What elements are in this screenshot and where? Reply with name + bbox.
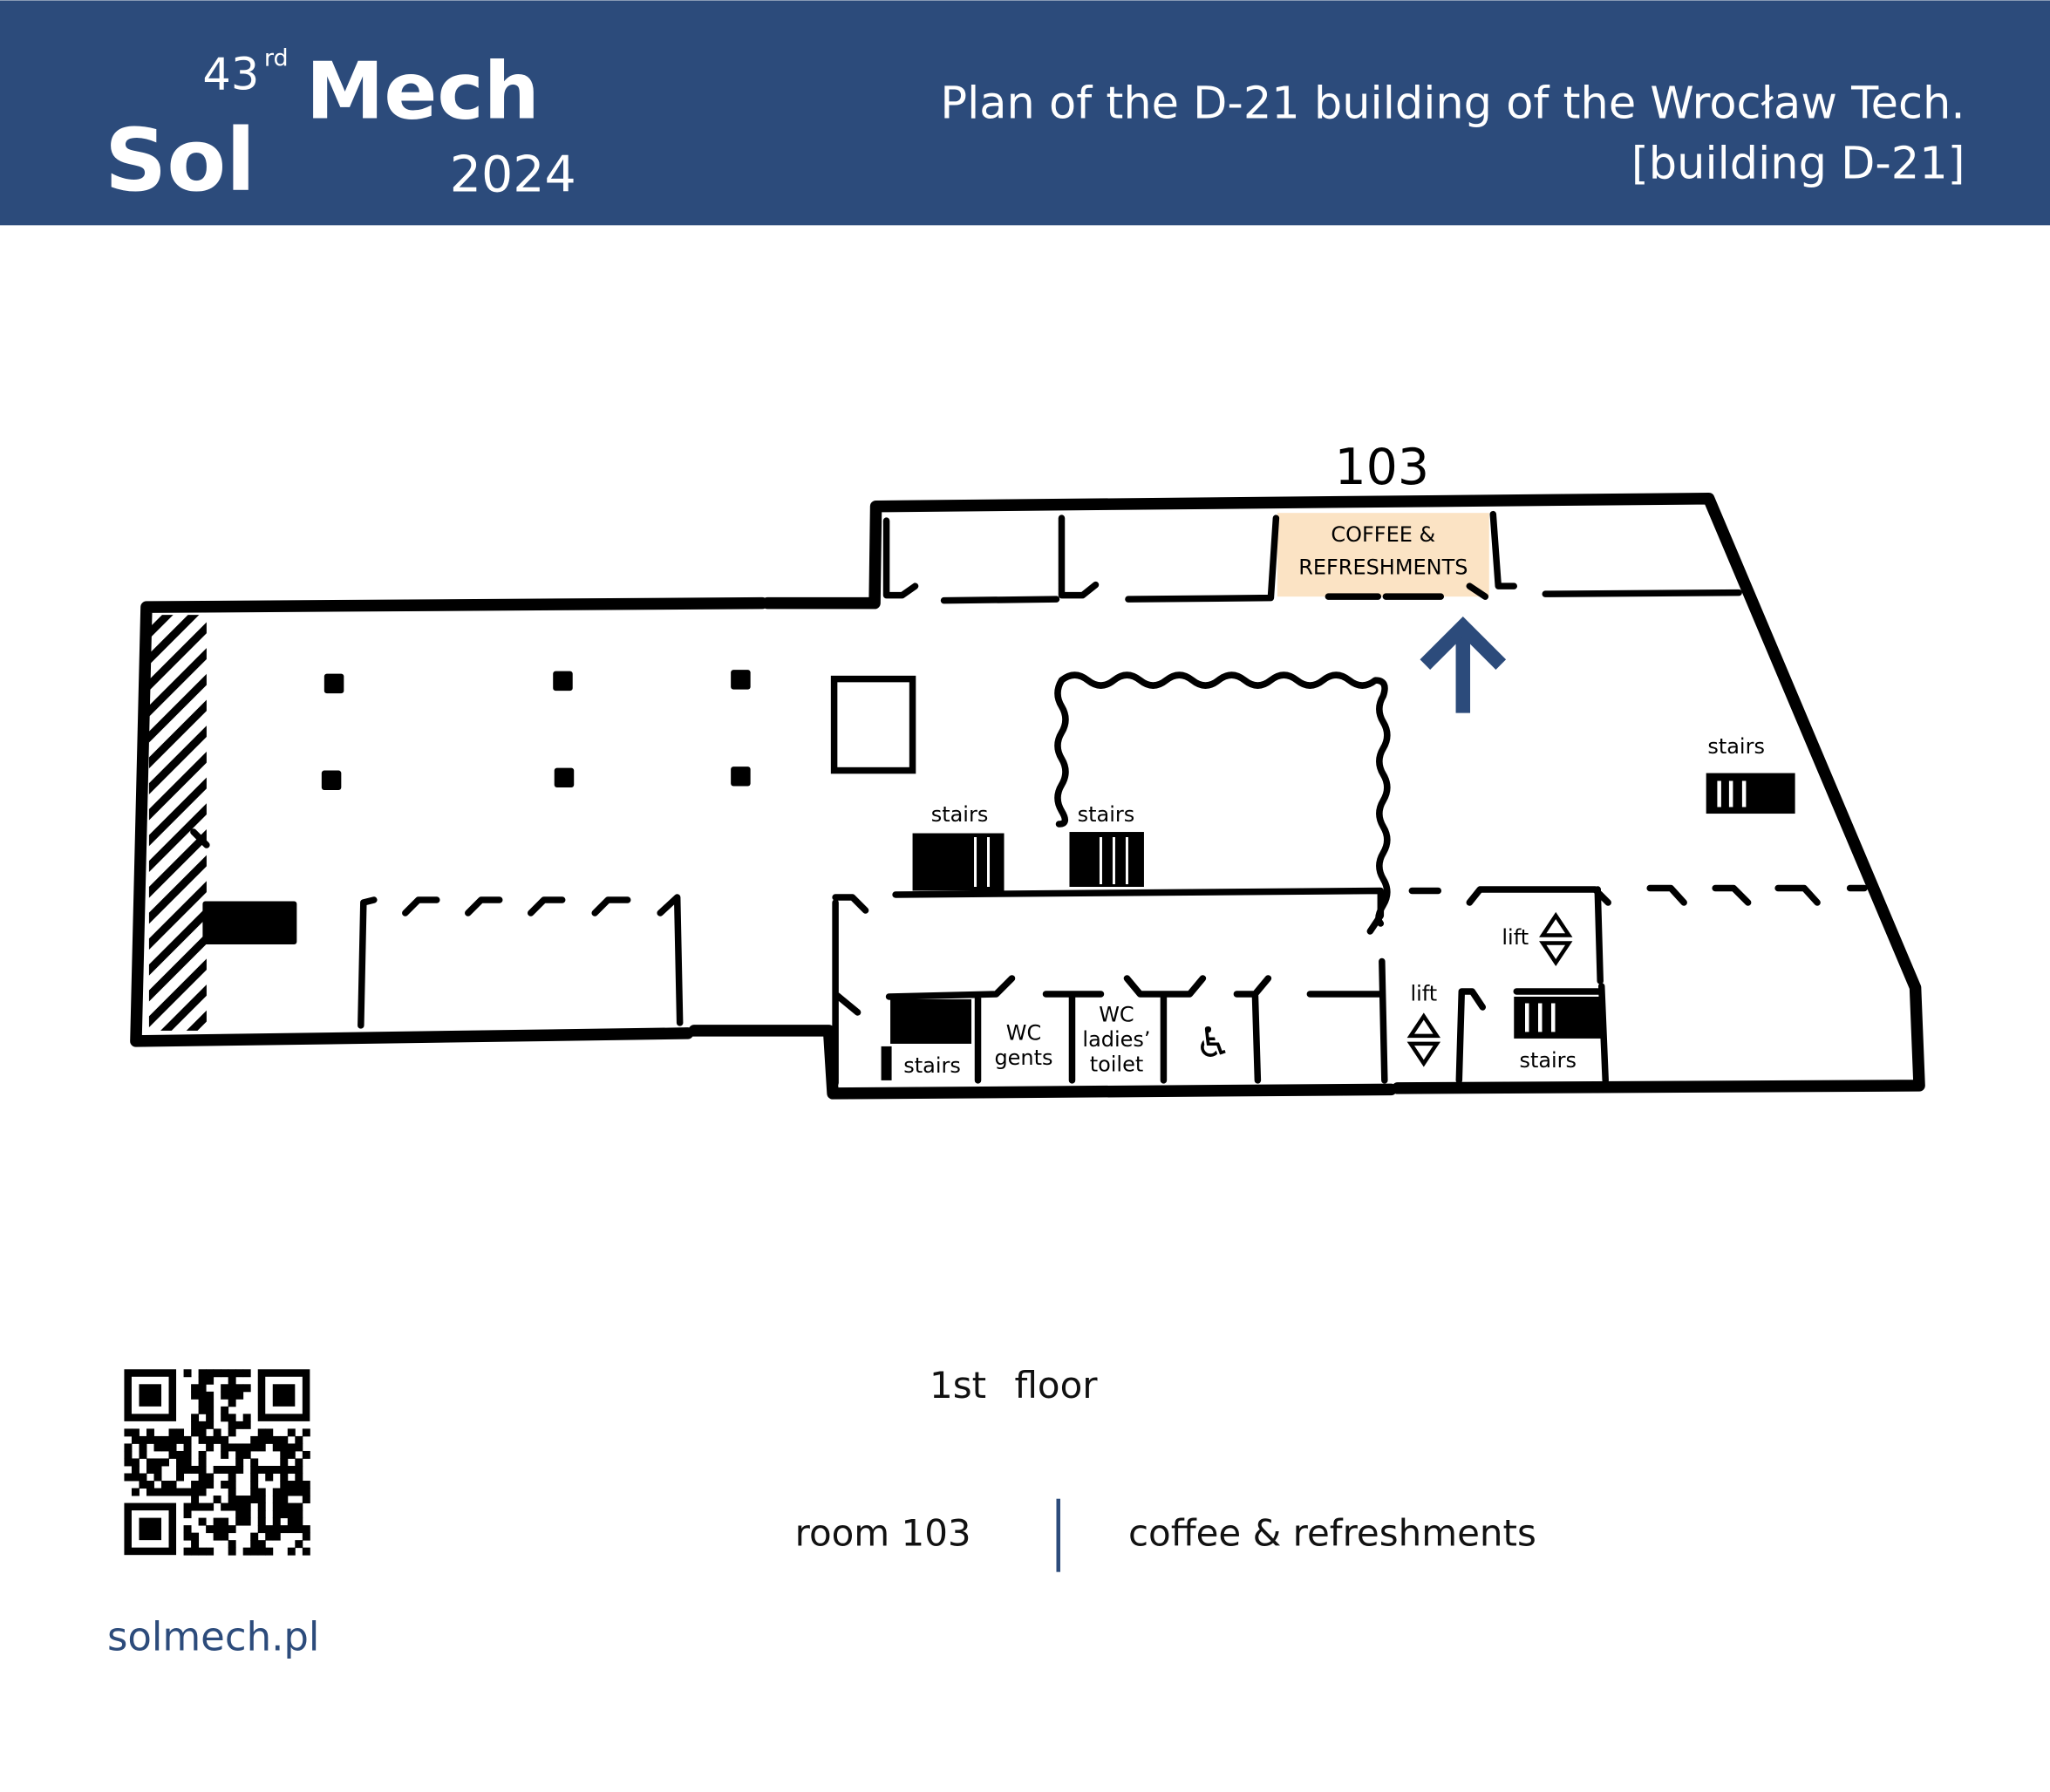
- header-title: Plan of the D-21 building of the Wrocław…: [940, 78, 1965, 129]
- room-number-label: 103: [1334, 439, 1429, 496]
- website-link[interactable]: solmech.pl: [107, 1614, 319, 1660]
- lift-2[interactable]: lift: [1406, 981, 1441, 1067]
- wc-ladies-label: WC: [1099, 1002, 1134, 1026]
- stairs-block-1[interactable]: stairs: [912, 802, 1005, 891]
- stairs-block-3[interactable]: stairs: [1706, 734, 1795, 814]
- legend-divider: [1056, 1498, 1060, 1572]
- floor-word: floor: [1015, 1364, 1099, 1407]
- wc-ladies-label: ladies’: [1082, 1027, 1150, 1052]
- legend: 1st floor room 103 coffee & refreshments: [795, 1364, 1536, 1572]
- floor-plan: 103 COFFEE & REFRESHMENTS stairs stairs: [130, 439, 1925, 1100]
- lift-label: lift: [1410, 981, 1437, 1005]
- coffee-label-1: COFFEE &: [1331, 522, 1435, 547]
- logo-edition-suffix: rd: [264, 44, 289, 72]
- outer-wall: [130, 492, 1925, 1100]
- hatched-wall: [148, 615, 207, 1031]
- wavy-partition: [1054, 671, 1391, 927]
- wc-gents-label: WC: [1006, 1020, 1041, 1045]
- qr-code[interactable]: [124, 1369, 310, 1556]
- stairs-label: stairs: [931, 802, 989, 827]
- coffee-room-highlight[interactable]: [1277, 513, 1489, 597]
- lift-up-down-icon: [1406, 1012, 1441, 1067]
- stairs-block-5[interactable]: stairs: [1514, 996, 1604, 1073]
- legend-room: room 103: [795, 1512, 971, 1555]
- lift-up-down-icon: [1539, 911, 1573, 967]
- stairs-label: stairs: [1707, 734, 1765, 759]
- wheelchair-icon: ♿: [1195, 1019, 1232, 1067]
- solmech-logo: Sol 43 rd Mech 2024: [105, 44, 576, 210]
- wc-gents-label: gents: [994, 1046, 1052, 1070]
- logo-edition: 43: [202, 49, 259, 100]
- stairs-block-2[interactable]: stairs: [1069, 802, 1144, 888]
- stairs-block-4[interactable]: stairs: [881, 998, 972, 1080]
- columns: [202, 670, 751, 944]
- legend-coffee: coffee & refreshments: [1128, 1512, 1536, 1555]
- logo-year: 2024: [450, 146, 576, 203]
- up-arrow-icon: [1420, 616, 1507, 713]
- lift-1[interactable]: lift: [1502, 911, 1573, 967]
- floor-number: 1st: [930, 1364, 986, 1407]
- header: Sol 43 rd Mech 2024 Plan of the D-21 bui…: [0, 0, 2050, 226]
- stairs-label: stairs: [1519, 1048, 1577, 1073]
- wc-ladies-label: toilet: [1090, 1052, 1144, 1076]
- stairs-label: stairs: [903, 1053, 961, 1078]
- coffee-label-2: REFRESHMENTS: [1298, 555, 1468, 580]
- logo-mech: Mech: [306, 45, 540, 137]
- stairs-label: stairs: [1078, 802, 1135, 827]
- header-bar: [0, 0, 2050, 226]
- logo-sol: Sol: [105, 111, 255, 211]
- header-subtitle: [building D-21]: [1631, 138, 1965, 189]
- lift-label: lift: [1502, 925, 1529, 950]
- small-room-box: [830, 675, 916, 774]
